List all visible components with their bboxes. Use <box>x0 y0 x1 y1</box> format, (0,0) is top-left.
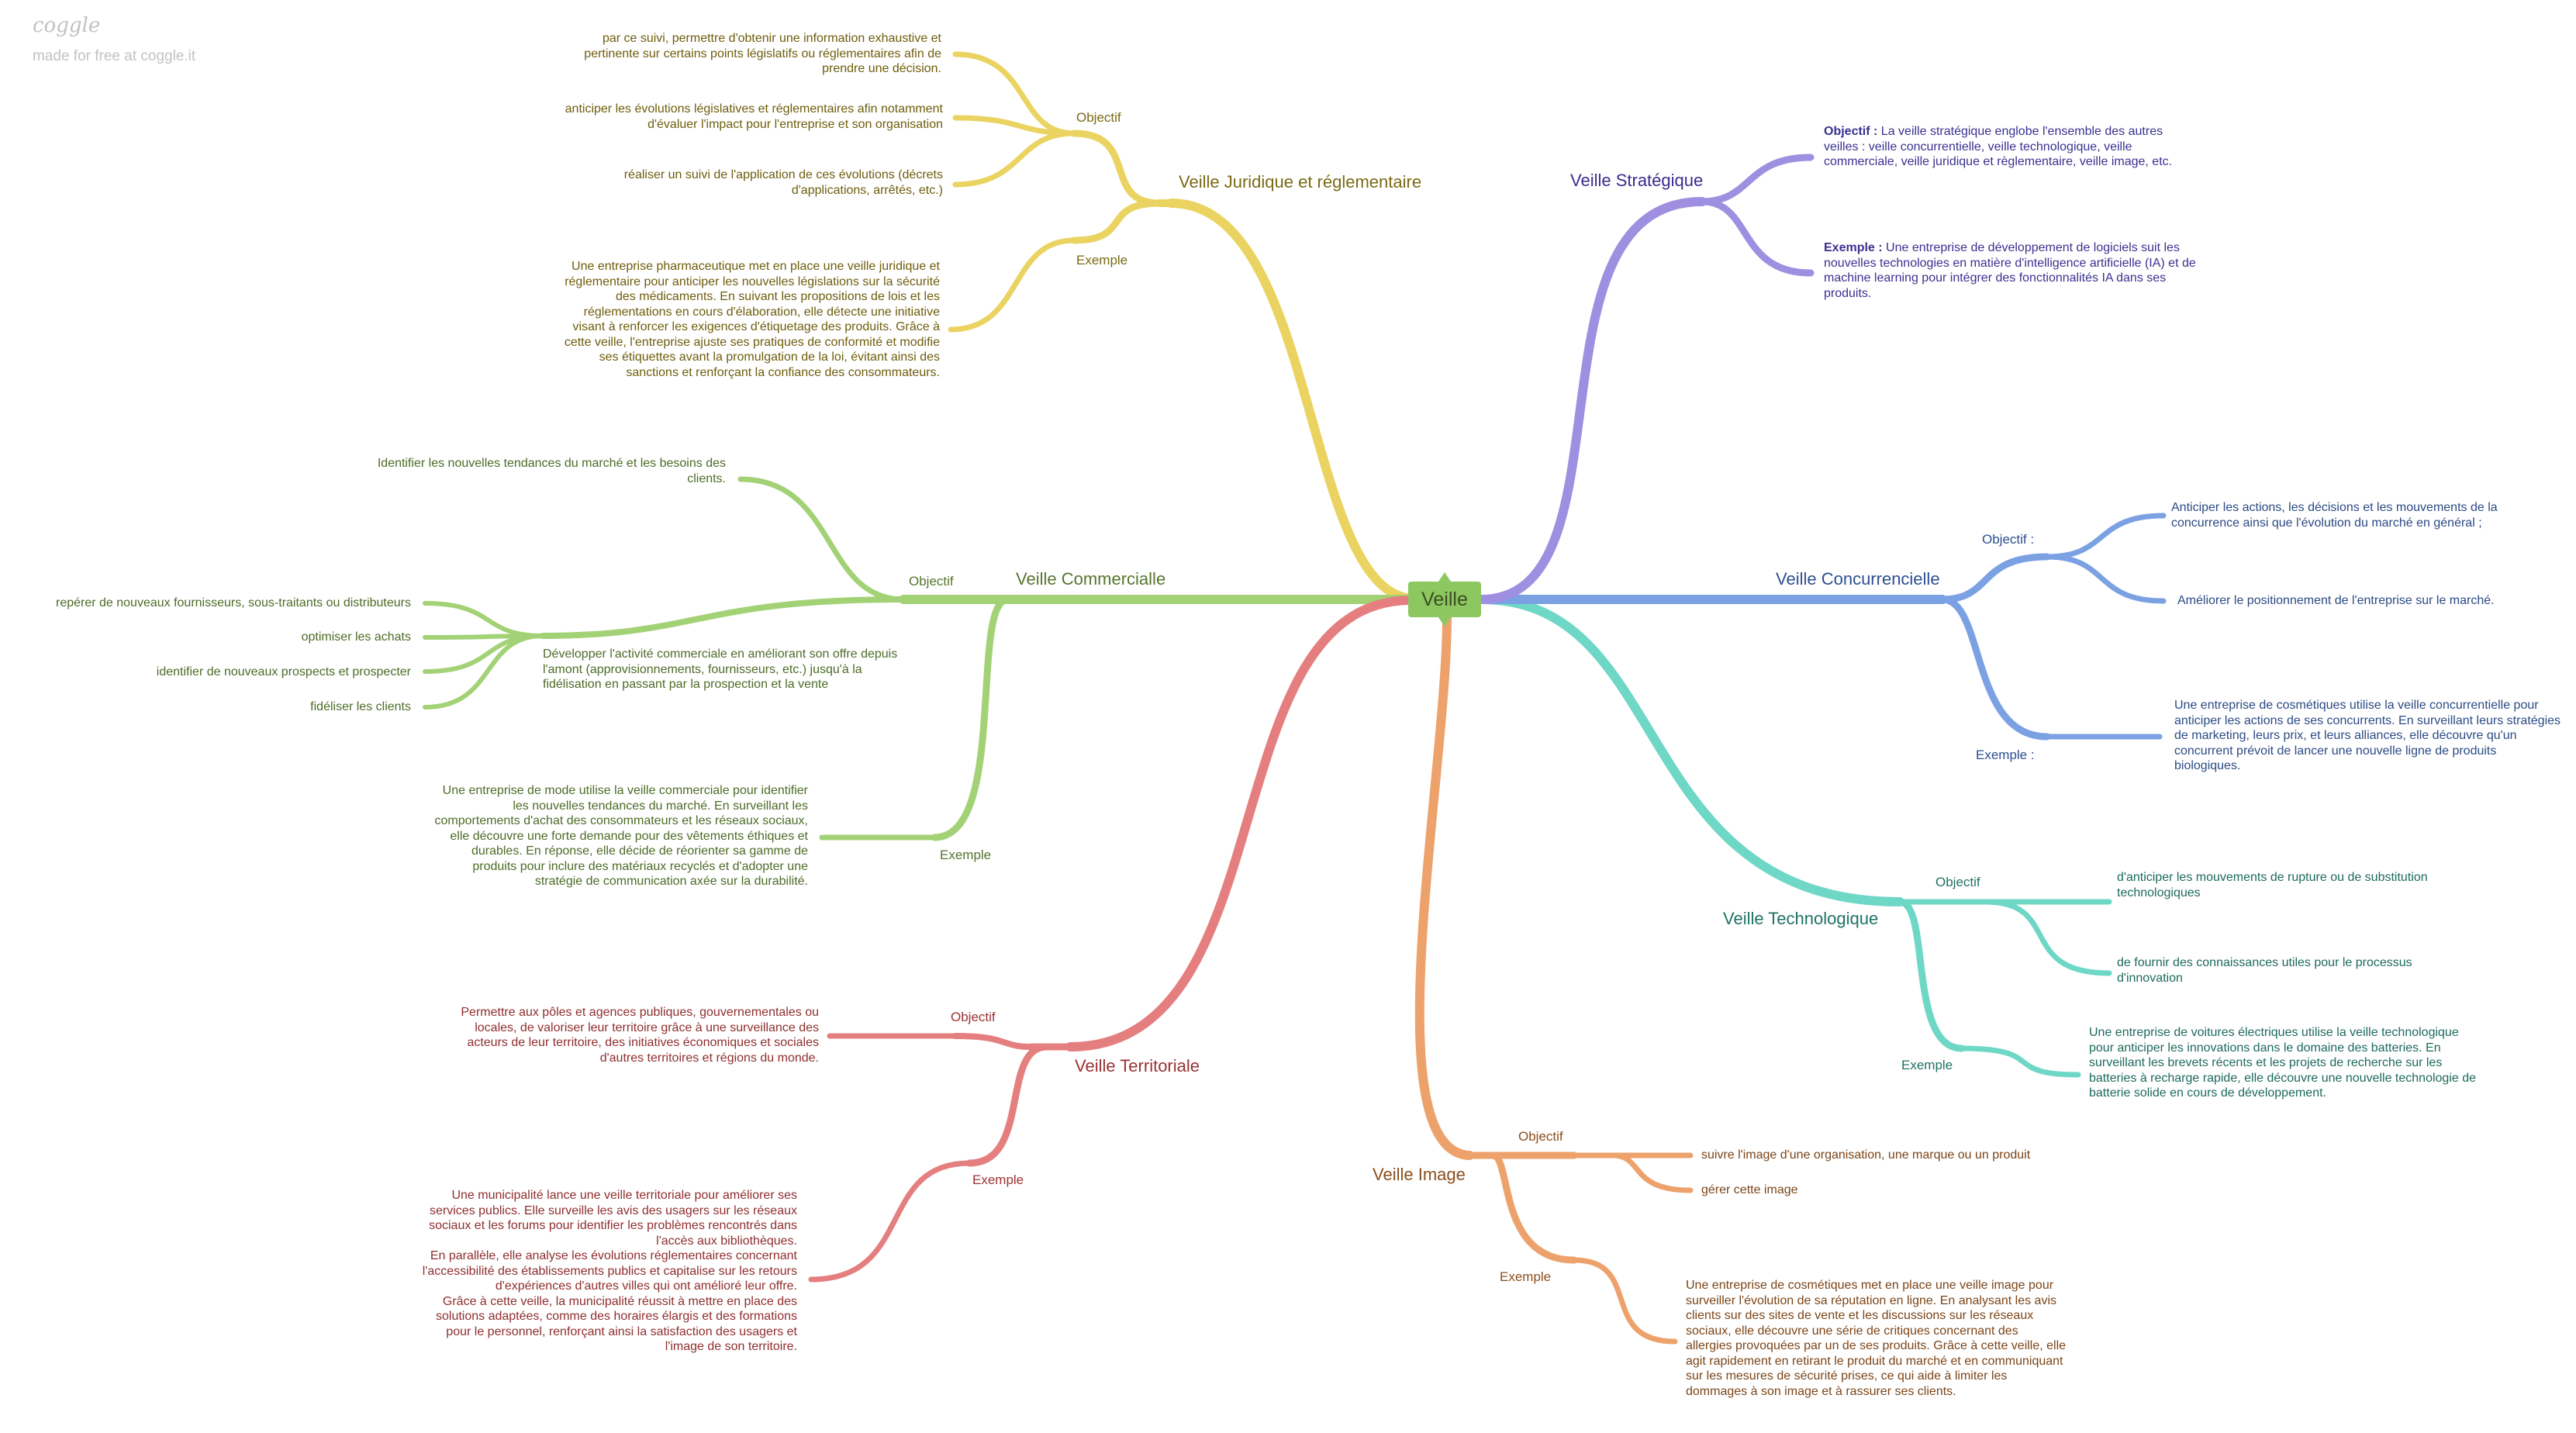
edges-concurrentielle <box>1476 513 2167 741</box>
juridique-objectif-label[interactable]: Objectif <box>1076 110 1121 125</box>
concurrentielle-exemple-label[interactable]: Exemple : <box>1976 748 2035 762</box>
strategique-exemple[interactable]: Exemple : Une entreprise de développemen… <box>1824 240 2204 301</box>
technologique-exemple-label[interactable]: Exemple <box>1901 1058 1953 1072</box>
territoriale-exemple-line-3[interactable]: Grâce à cette veille, la municipalité ré… <box>435 1294 797 1354</box>
commerciale-objectif-developper[interactable]: Développer l'activité commerciale en amé… <box>543 647 898 692</box>
edges-commerciale <box>423 476 1416 841</box>
image-objectif-label[interactable]: Objectif <box>1518 1129 1563 1144</box>
root-node[interactable]: Veille <box>1408 582 1481 617</box>
commerciale-exemple-label[interactable]: Exemple <box>940 848 992 862</box>
branch-concurrentielle[interactable]: Veille Concurrencielle <box>1776 569 1940 589</box>
coggle-logo: coggle <box>33 14 101 37</box>
coggle-credit: made for free at coggle.it <box>33 48 196 64</box>
commerciale-objectif-label[interactable]: Objectif <box>909 574 954 589</box>
edges-image <box>1414 613 1694 1345</box>
territoriale-exemple-line-2[interactable]: En parallèle, elle analyse les évolution… <box>422 1249 797 1293</box>
branch-technologique[interactable]: Veille Technologique <box>1723 909 1879 928</box>
juridique-exemple-label[interactable]: Exemple <box>1076 253 1128 268</box>
branch-commerciale[interactable]: Veille Commercialle <box>1016 569 1166 589</box>
branch-territoriale[interactable]: Veille Territoriale <box>1075 1056 1200 1076</box>
strategique-exemple-label: Exemple : <box>1824 241 1883 254</box>
image-exemple-label[interactable]: Exemple <box>1500 1269 1552 1284</box>
image-exemple[interactable]: Une entreprise de cosmétiques met en pla… <box>1686 1279 2067 1398</box>
concurrentielle-objectif-2[interactable]: Améliorer le positionnement de l'entrepr… <box>2177 594 2495 607</box>
territoriale-objectif-label[interactable]: Objectif <box>951 1010 996 1024</box>
image-objectif-1[interactable]: suivre l'image d'une organisation, une m… <box>1701 1148 2031 1162</box>
image-objectif-2[interactable]: gérer cette image <box>1701 1183 1798 1196</box>
commerciale-exemple[interactable]: Une entreprise de mode utilise la veille… <box>434 784 808 889</box>
edges-strategique <box>1476 154 1815 604</box>
branch-image[interactable]: Veille Image <box>1373 1165 1466 1184</box>
territoriale-exemple-line-1[interactable]: Une municipalité lance une veille territ… <box>429 1189 797 1248</box>
edges-territoriale <box>808 596 1416 1283</box>
juridique-objectif-2[interactable]: anticiper les évolutions législatives et… <box>565 102 943 131</box>
concurrentielle-objectif-label[interactable]: Objectif : <box>1982 532 2035 547</box>
commerciale-sous-objectif-1[interactable]: repérer de nouveaux fournisseurs, sous-t… <box>55 596 411 609</box>
territoriale-objectif[interactable]: Permettre aux pôles et agences publiques… <box>461 1006 819 1065</box>
strategique-objectif-text: La veille stratégique englobe l'ensemble… <box>1824 125 2173 169</box>
commerciale-objectif-tendances[interactable]: Identifier les nouvelles tendances du ma… <box>377 457 726 485</box>
root-node-top-marker <box>1438 572 1451 582</box>
territoriale-exemple: Une municipalité lance une veille territ… <box>416 1188 797 1355</box>
strategique-objectif[interactable]: Objectif : La veille stratégique englobe… <box>1824 124 2196 170</box>
commerciale-sous-objectif-2[interactable]: optimiser les achats <box>301 630 411 644</box>
technologique-objectif-2[interactable]: de fournir des connaissances utiles pour… <box>2117 956 2412 985</box>
commerciale-sous-objectif-4[interactable]: fidéliser les clients <box>310 700 411 713</box>
juridique-objectif-1[interactable]: par ce suivi, permettre d'obtenir une in… <box>584 32 941 76</box>
technologique-objectif-1[interactable]: d'anticiper les mouvements de rupture ou… <box>2117 871 2428 900</box>
branch-juridique[interactable]: Veille Juridique et réglementaire <box>1179 172 1422 192</box>
root-node-bottom-marker <box>1438 617 1451 627</box>
concurrentielle-objectif-1[interactable]: Anticiper les actions, les décisions et … <box>2171 501 2498 530</box>
concurrentielle-exemple[interactable]: Une entreprise de cosmétiques utilise la… <box>2174 699 2561 773</box>
strategique-exemple-text: Une entreprise de développement de logic… <box>1824 241 2196 300</box>
juridique-exemple[interactable]: Une entreprise pharmaceutique met en pla… <box>564 260 940 379</box>
strategique-objectif-label: Objectif : <box>1824 125 1878 138</box>
juridique-objectif-3[interactable]: réaliser un suivi de l'application de ce… <box>623 168 943 197</box>
branch-strategique[interactable]: Veille Stratégique <box>1570 171 1704 190</box>
technologique-exemple[interactable]: Une entreprise de voitures électriques u… <box>2089 1026 2477 1100</box>
territoriale-exemple-label[interactable]: Exemple <box>972 1172 1024 1187</box>
technologique-objectif-label[interactable]: Objectif <box>1935 875 1980 889</box>
edges-technologique <box>1476 595 2112 1078</box>
commerciale-sous-objectif-3[interactable]: identifier de nouveaux prospects et pros… <box>156 665 411 679</box>
edges-juridique <box>948 51 1416 603</box>
